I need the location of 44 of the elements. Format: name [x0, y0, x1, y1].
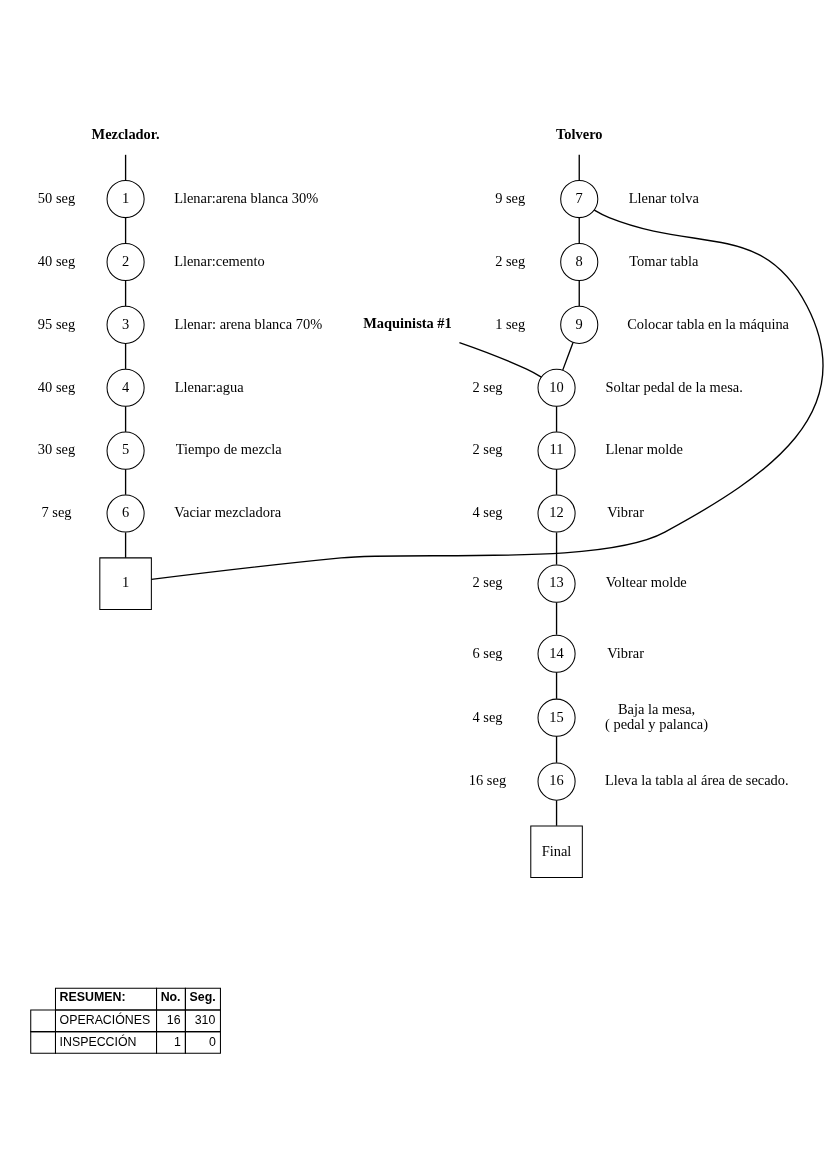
- label: No.: [160, 990, 181, 1005]
- node-label: Soltar pedal de la mesa.: [605, 378, 743, 395]
- node-label: Llenar:agua: [174, 378, 244, 395]
- node-label: 40 seg: [37, 252, 76, 269]
- node-label: 2 seg: [495, 252, 526, 269]
- node-label: 30 seg: [37, 441, 76, 458]
- node-label: 2 seg: [472, 378, 503, 395]
- node-label: 4 seg: [472, 504, 503, 521]
- node-text: Maquinista #1: [363, 314, 452, 331]
- label: Seg.: [189, 990, 216, 1005]
- node-label: 9 seg: [495, 189, 526, 206]
- node-label: 50 seg: [37, 189, 76, 206]
- node-label: Vaciar mezcladora: [174, 504, 282, 521]
- node-label: 40 seg: [37, 378, 76, 395]
- node-label: 2 seg: [472, 574, 503, 591]
- label: 310: [194, 1012, 216, 1027]
- node-label: Voltear molde: [605, 574, 687, 591]
- node-label: Llenar:arena blanca 30%: [174, 189, 319, 206]
- node-label: Vibrar: [607, 644, 645, 661]
- label: 0: [209, 1034, 216, 1049]
- node-label: Llenar: arena blanca 70%: [174, 315, 323, 332]
- node-label: Vibrar: [607, 504, 645, 521]
- label: INSPECCIÓN: [59, 1034, 137, 1049]
- node-label: 95 seg: [37, 315, 76, 332]
- label: 1: [174, 1034, 181, 1049]
- node-label: 4 seg: [472, 708, 503, 725]
- node-label: Tomar tabla: [629, 252, 699, 269]
- node-label: Lleva la tabla al área de secado.: [604, 772, 789, 789]
- node-label: Llenar:cemento: [174, 252, 265, 269]
- label: OPERACIÓNES: [59, 1012, 151, 1027]
- node-label: 6 seg: [472, 644, 503, 661]
- label: 16: [166, 1012, 181, 1027]
- node-label: 2 seg: [472, 441, 503, 458]
- node-label: Llenar molde: [605, 441, 683, 458]
- node-label: Tiempo de mezcla: [175, 441, 282, 458]
- node-label: 7 seg: [41, 504, 72, 521]
- node-label: Colocar tabla en la máquina: [627, 315, 790, 332]
- node-text: Mezclador.: [91, 125, 160, 142]
- node-label: Baja la mesa, ( pedal y palanca): [605, 700, 709, 733]
- label: RESUMEN:: [59, 990, 126, 1005]
- node-text: Tolvero: [556, 125, 603, 142]
- node-label: Llenar tolva: [628, 189, 699, 206]
- node-label: 1 seg: [495, 315, 526, 332]
- node-label: 16 seg: [468, 772, 507, 789]
